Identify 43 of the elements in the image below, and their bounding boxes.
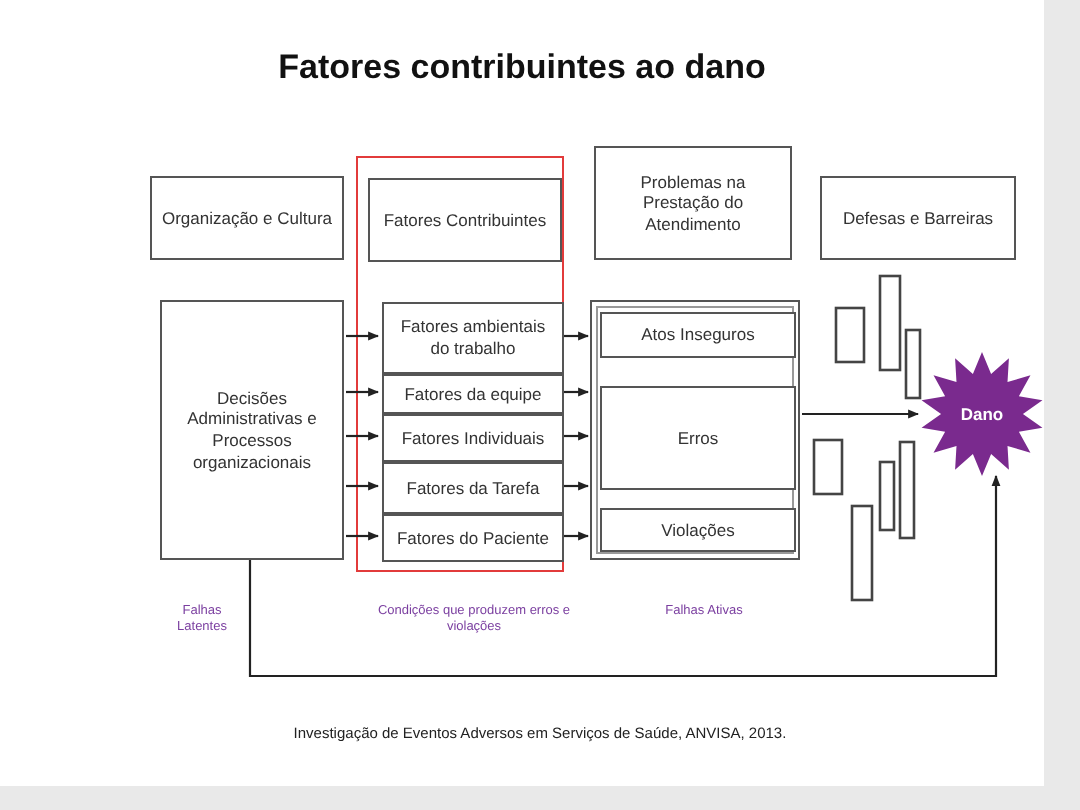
problem-box	[600, 508, 796, 552]
arrow	[564, 431, 590, 441]
factor-box	[382, 462, 564, 514]
factor-box	[382, 514, 564, 562]
box-label: Fatores do Paciente	[394, 527, 552, 549]
factor-box	[382, 302, 564, 374]
process-box	[160, 300, 344, 560]
arrow	[564, 481, 590, 491]
box-label: Erros	[675, 427, 721, 449]
arrow	[346, 387, 380, 397]
heading-box	[368, 178, 562, 262]
arrow	[248, 474, 1001, 678]
box-label: Fatores Contribuintes	[381, 209, 549, 231]
box-label: Fatores da equipe	[402, 383, 544, 405]
box-label: Fatores Individuais	[399, 427, 547, 449]
box-label: Decisões Administrativas e Processos organizacionais	[185, 387, 319, 473]
problem-box	[600, 386, 796, 490]
factor-box	[382, 374, 564, 414]
box-label: Organização e Cultura	[159, 207, 335, 229]
problem-box	[600, 312, 796, 358]
heading-box	[820, 176, 1016, 260]
star-label: Dano	[958, 403, 1006, 425]
star-shape	[920, 352, 1044, 476]
arrow	[346, 331, 380, 341]
diagram-title: Fatores contribuintes ao dano	[276, 48, 768, 88]
box-label: Fatores ambientais do trabalho	[398, 316, 548, 360]
arrow	[346, 431, 380, 441]
highlight-frame	[356, 156, 564, 572]
arrow	[802, 409, 920, 419]
arrow	[346, 481, 380, 491]
box-label: Violações	[659, 519, 737, 541]
arrow	[564, 331, 590, 341]
box-label: Atos Inseguros	[639, 324, 757, 346]
box-label: Fatores da Tarefa	[404, 477, 542, 499]
arrow	[564, 387, 590, 397]
group-box	[590, 300, 800, 560]
factor-box	[382, 414, 564, 462]
box-label: Problemas na Prestação do Atendimento	[638, 171, 748, 235]
box-label: Defesas e Barreiras	[840, 207, 996, 229]
arrow	[346, 531, 380, 541]
arrow	[564, 531, 590, 541]
heading-box	[594, 146, 792, 260]
heading-box	[150, 176, 344, 260]
